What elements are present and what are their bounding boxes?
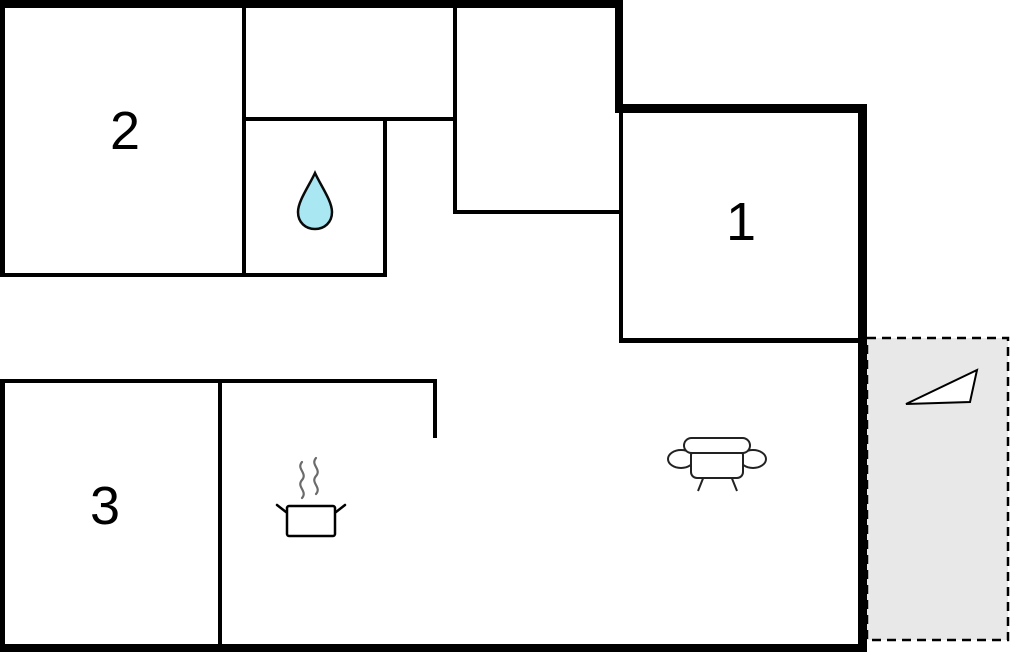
wall	[218, 379, 222, 652]
room-label-1: 1	[725, 192, 757, 252]
terrace-outline	[865, 336, 1010, 642]
wall	[383, 117, 387, 277]
wall	[615, 104, 866, 113]
pot-handle-left	[275, 503, 288, 514]
room-label-2: 2	[109, 101, 141, 161]
triangle-marker-icon	[905, 368, 979, 405]
wall	[0, 0, 5, 277]
wall	[433, 379, 437, 438]
steam-icon	[299, 460, 305, 500]
terrace-area	[865, 336, 1010, 642]
wall	[453, 210, 619, 214]
wall	[453, 0, 457, 214]
water-drop-shape	[296, 170, 334, 231]
walls	[0, 0, 867, 652]
wall	[242, 117, 457, 121]
wall	[619, 338, 866, 343]
wall	[0, 644, 867, 652]
cooking-pot-icon	[275, 456, 347, 538]
wall	[0, 0, 623, 8]
water-drop-icon	[296, 170, 334, 231]
sofa-icon	[667, 437, 767, 492]
steam-icon	[313, 456, 319, 496]
sofa-backrest	[683, 437, 751, 454]
wall	[858, 104, 867, 652]
pot-handle-right	[334, 503, 347, 514]
wall	[615, 0, 623, 112]
wall	[242, 0, 246, 277]
wall	[619, 113, 623, 342]
room-label-3: 3	[89, 476, 121, 536]
wall	[0, 379, 5, 652]
pot-body	[285, 504, 337, 538]
wall	[0, 273, 387, 277]
